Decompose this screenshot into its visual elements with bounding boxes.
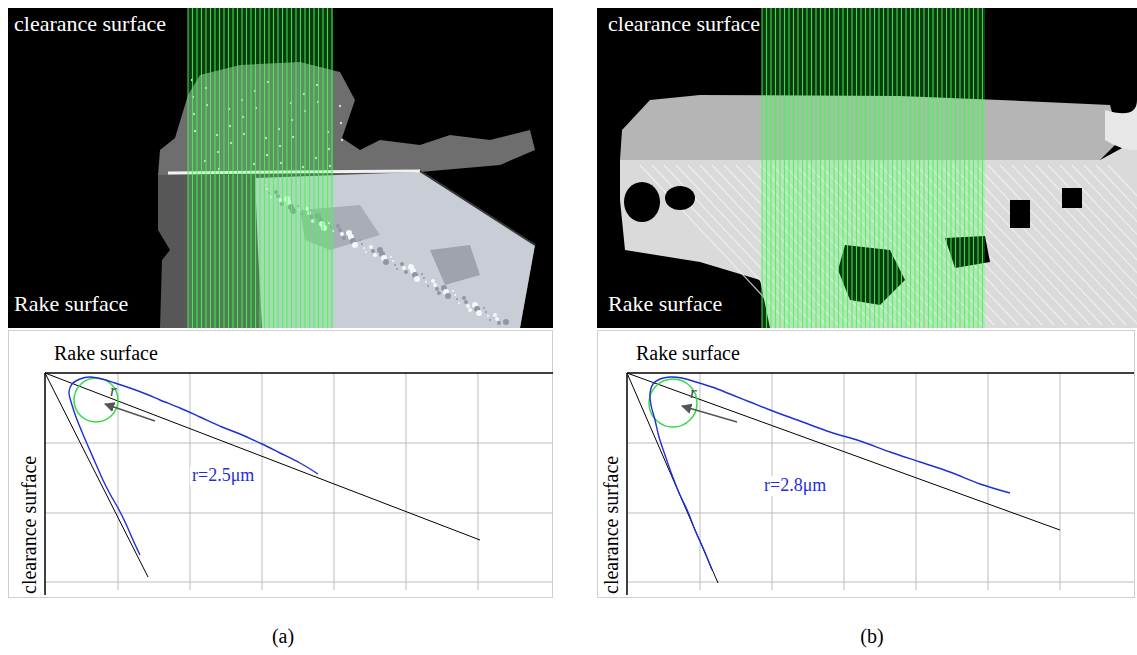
profile-plot-a [9, 331, 554, 598]
axis-label: Rake surface [52, 342, 160, 364]
profile-plot-b [598, 331, 1135, 598]
surface-label: clearance surface [608, 12, 760, 36]
axis-label: Rake surface [634, 342, 742, 364]
radius-value: r=2.5μm [190, 466, 256, 486]
surface-label: clearance surface [14, 12, 166, 36]
micrograph-a [8, 8, 553, 328]
panel-caption: (a) [272, 625, 294, 647]
micrograph-b [597, 8, 1137, 328]
axis-label: clearance surface [18, 456, 40, 594]
axis-label: clearance surface [600, 456, 622, 594]
surface-label: Rake surface [608, 292, 722, 316]
radius-value: r=2.8μm [762, 476, 828, 496]
radius-symbol: r [690, 384, 697, 403]
measure-stripes [188, 8, 333, 328]
measure-stripes [762, 8, 985, 328]
radius-symbol: r [110, 382, 117, 401]
surface-label: Rake surface [14, 292, 128, 316]
panel-caption: (b) [860, 625, 883, 647]
